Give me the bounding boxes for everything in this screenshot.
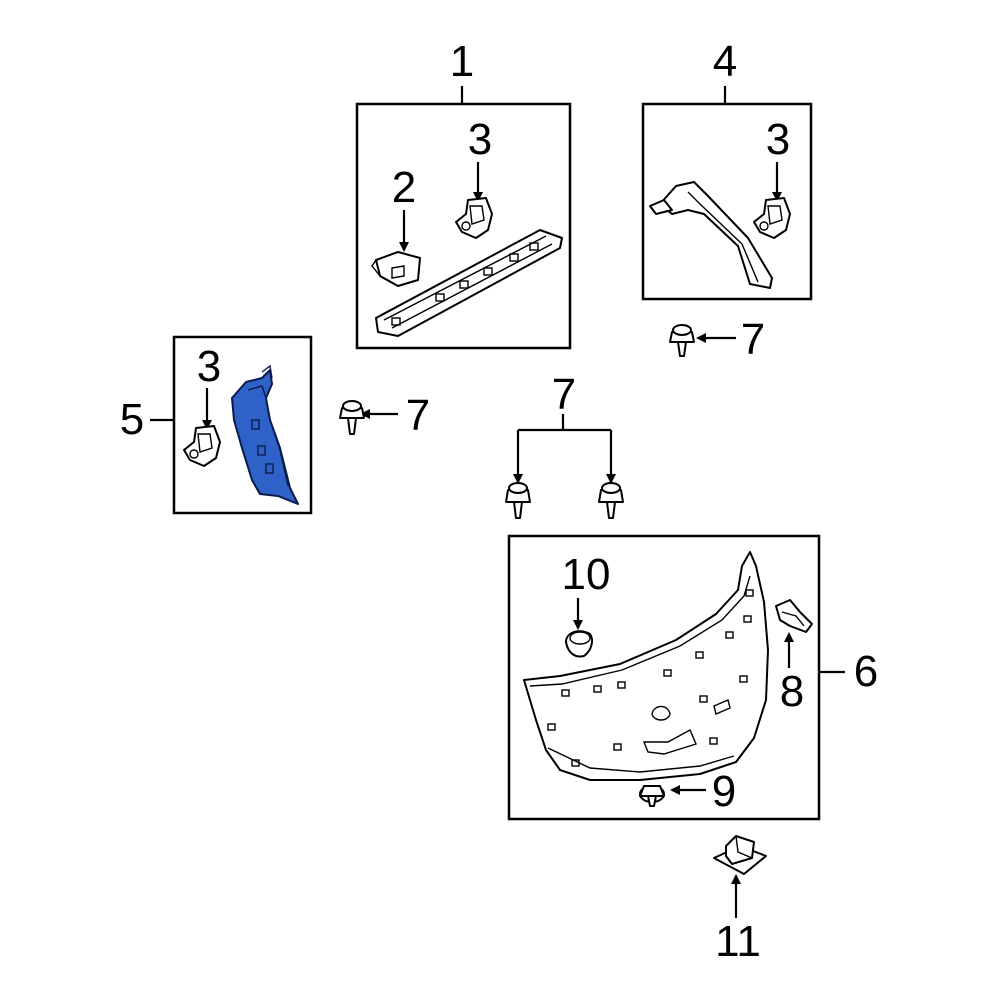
group-box-1 [355,102,572,350]
callout-11: 11 [715,917,761,966]
quarter-trim-part-4 [649,181,773,289]
callout-6: 6 [853,647,879,696]
callout-7b: 7 [740,315,766,364]
callout-9: 9 [711,767,737,816]
callout-7c: 7 [551,370,577,419]
bracket-clip-part-2 [371,251,421,287]
liftgate-trim-panel-part-6 [523,551,769,781]
group-box-6 [507,534,821,821]
retainer-clip-part-3a [455,197,493,239]
screw-part-9 [639,785,665,807]
cap-part-10 [565,630,593,658]
callout-10: 10 [561,550,611,599]
callout-8: 8 [779,667,805,716]
retainer-clip-part-3c [183,425,221,467]
pillar-trim-part-5-highlighted [231,364,299,505]
push-pin-fastener-7c-right [598,482,624,519]
callout-2: 2 [391,163,417,212]
callout-7a: 7 [405,391,431,440]
group-box-5 [172,335,313,515]
sill-trim-panel-part-1 [375,229,563,337]
clip-part-8 [775,599,813,633]
group-box-4 [641,102,813,301]
push-pin-fastener-7a [339,400,365,435]
callout-5: 5 [119,395,145,444]
callout-3c: 3 [196,342,222,391]
bumper-block-part-11 [713,835,767,875]
callout-3b: 3 [765,115,791,164]
push-pin-fastener-7c-left [505,482,531,519]
retainer-clip-part-3b [753,197,791,239]
callout-3a: 3 [467,115,493,164]
callout-4: 4 [712,37,738,86]
push-pin-fastener-7b [669,324,695,357]
callout-1: 1 [449,37,475,86]
